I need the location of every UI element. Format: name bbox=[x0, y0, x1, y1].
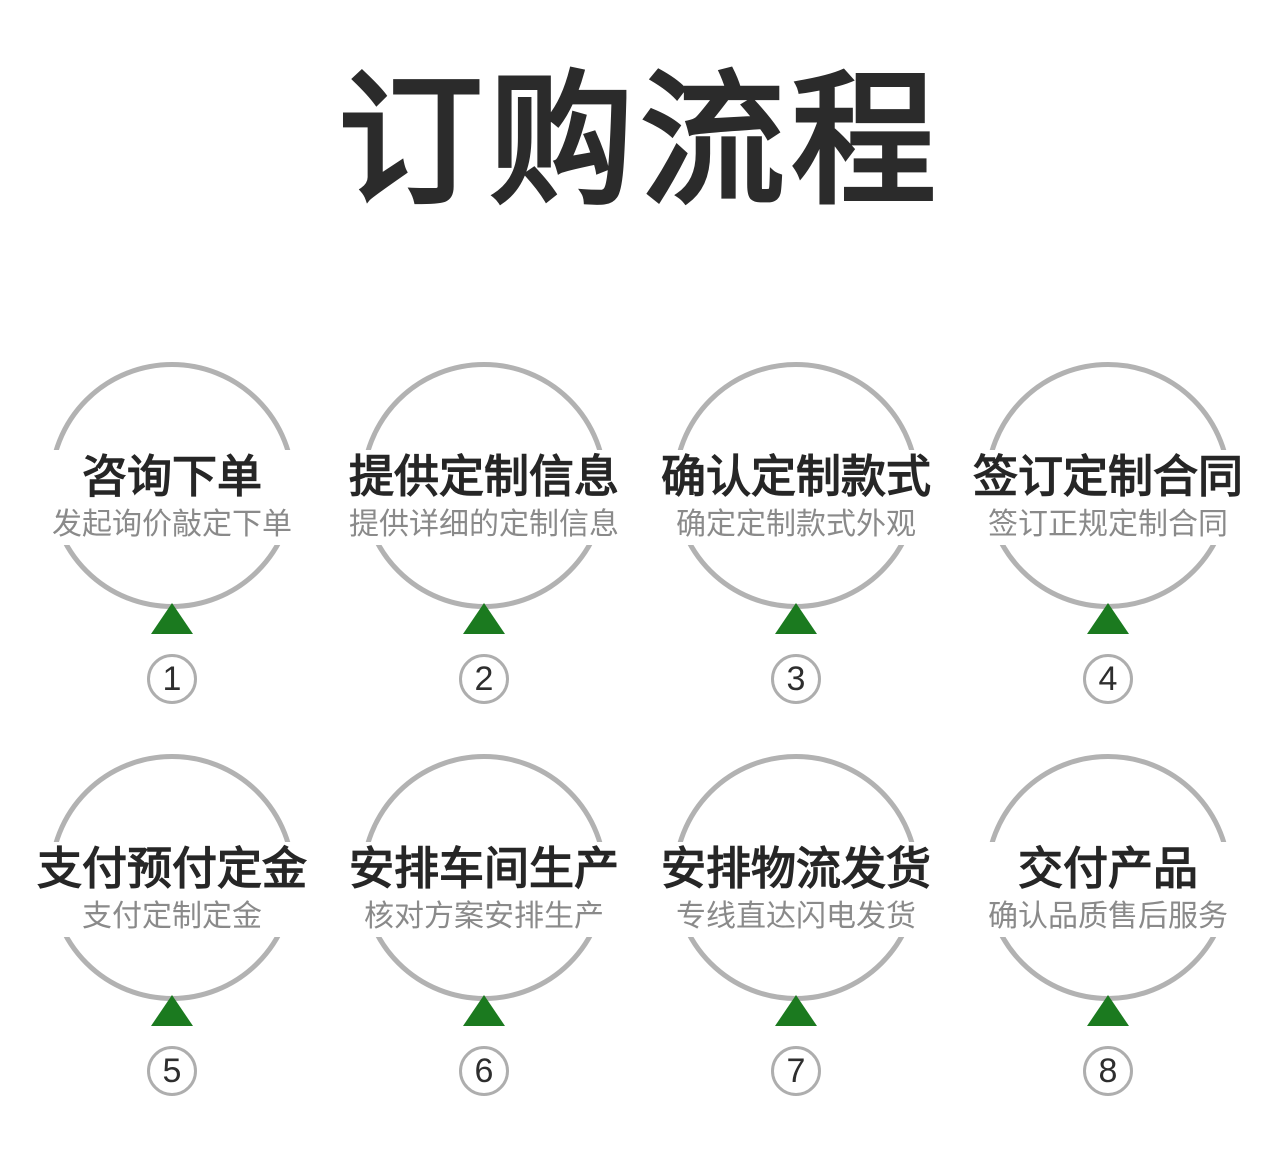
green-triangle-icon bbox=[463, 995, 505, 1026]
process-step: 交付产品 确认品质售后服务 8 bbox=[952, 754, 1264, 1099]
process-step: 签订定制合同 签订正规定制合同 4 bbox=[952, 362, 1264, 707]
step-number: 7 bbox=[786, 1051, 806, 1090]
step-number-badge: 4 bbox=[1083, 654, 1133, 704]
green-triangle-icon bbox=[151, 995, 193, 1026]
step-number: 6 bbox=[474, 1051, 494, 1090]
step-subtitle: 签订正规定制合同 bbox=[987, 507, 1228, 541]
step-number-badge: 8 bbox=[1083, 1046, 1133, 1096]
step-subtitle: 专线直达闪电发货 bbox=[675, 899, 916, 933]
step-title: 安排车间生产 bbox=[348, 843, 620, 894]
step-number: 8 bbox=[1098, 1051, 1118, 1090]
step-number: 4 bbox=[1098, 659, 1118, 698]
step-number: 2 bbox=[474, 659, 494, 698]
step-text-block: 提供定制信息 提供详细的定制信息 bbox=[344, 450, 624, 545]
step-number-badge: 3 bbox=[771, 654, 821, 704]
step-number: 3 bbox=[786, 659, 806, 698]
step-number-badge: 5 bbox=[147, 1046, 197, 1096]
step-title: 咨询下单 bbox=[81, 451, 262, 502]
step-subtitle: 确认品质售后服务 bbox=[988, 899, 1228, 933]
step-subtitle: 核对方案安排生产 bbox=[363, 899, 604, 933]
process-step: 确认定制款式 确定定制款式外观 3 bbox=[640, 362, 952, 707]
process-step: 提供定制信息 提供详细的定制信息 2 bbox=[328, 362, 640, 707]
step-text-block: 安排物流发货 专线直达闪电发货 bbox=[656, 842, 936, 937]
green-triangle-icon bbox=[775, 995, 817, 1026]
green-triangle-icon bbox=[1087, 995, 1129, 1026]
step-text-block: 确认定制款式 确定定制款式外观 bbox=[656, 450, 936, 545]
step-subtitle: 支付定制定金 bbox=[81, 899, 262, 933]
process-step: 支付预付定金 支付定制定金 5 bbox=[16, 754, 328, 1099]
step-number-badge: 1 bbox=[147, 654, 197, 704]
process-step: 咨询下单 发起询价敲定下单 1 bbox=[16, 362, 328, 707]
steps-row-bottom: 支付预付定金 支付定制定金 5 安排车间生产 核对方案安排生产 6 安排物流发货… bbox=[16, 754, 1264, 1099]
step-number-badge: 6 bbox=[459, 1046, 509, 1096]
process-step: 安排物流发货 专线直达闪电发货 7 bbox=[640, 754, 952, 1099]
step-subtitle: 发起询价敲定下单 bbox=[52, 507, 292, 541]
process-step: 安排车间生产 核对方案安排生产 6 bbox=[328, 754, 640, 1099]
steps-row-top: 咨询下单 发起询价敲定下单 1 提供定制信息 提供详细的定制信息 2 确认定制款… bbox=[16, 362, 1264, 707]
step-number-badge: 7 bbox=[771, 1046, 821, 1096]
step-text-block: 支付预付定金 支付定制定金 bbox=[32, 842, 312, 937]
page-title: 订购流程 bbox=[338, 60, 942, 222]
step-number-badge: 2 bbox=[459, 654, 509, 704]
step-subtitle: 确定定制款式外观 bbox=[675, 507, 916, 541]
step-text-block: 签订定制合同 签订正规定制合同 bbox=[968, 450, 1248, 545]
step-subtitle: 提供详细的定制信息 bbox=[348, 507, 619, 541]
step-text-block: 交付产品 确认品质售后服务 bbox=[984, 842, 1232, 937]
green-triangle-icon bbox=[1087, 603, 1129, 634]
step-title: 安排物流发货 bbox=[660, 843, 932, 894]
step-text-block: 安排车间生产 核对方案安排生产 bbox=[344, 842, 624, 937]
green-triangle-icon bbox=[775, 603, 817, 634]
green-triangle-icon bbox=[151, 603, 193, 634]
step-title: 提供定制信息 bbox=[348, 451, 620, 502]
step-title: 交付产品 bbox=[1017, 843, 1198, 894]
step-number: 5 bbox=[162, 1051, 182, 1090]
step-title: 签订定制合同 bbox=[972, 451, 1244, 502]
step-number: 1 bbox=[162, 659, 182, 698]
step-title: 确认定制款式 bbox=[660, 451, 932, 502]
step-title: 支付预付定金 bbox=[36, 843, 308, 894]
step-text-block: 咨询下单 发起询价敲定下单 bbox=[48, 450, 296, 545]
green-triangle-icon bbox=[463, 603, 505, 634]
